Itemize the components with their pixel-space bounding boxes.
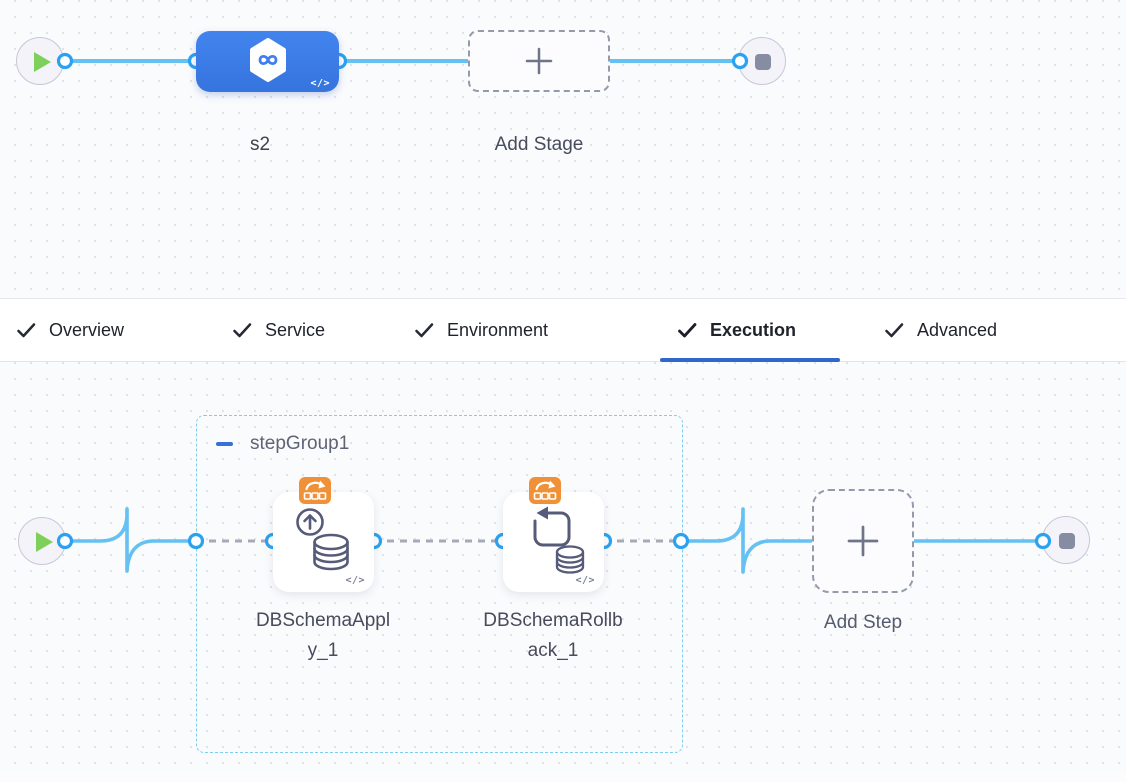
- pipeline-stage-icon: [250, 38, 286, 82]
- db-schema-apply-icon: [296, 508, 349, 571]
- step-label-line: DBSchemaAppl: [255, 610, 391, 631]
- db-schema-rollback-icon: [533, 506, 585, 574]
- step-label: DBSchemaAppl y_1: [243, 606, 403, 666]
- code-view-toggle[interactable]: </>: [345, 575, 365, 586]
- tab-label: Environment: [447, 319, 549, 340]
- code-view-toggle[interactable]: </>: [575, 575, 595, 586]
- step-group-badge-icon: [529, 477, 561, 504]
- add-step-button[interactable]: [812, 489, 914, 593]
- check-icon: [678, 323, 697, 338]
- stage-label: s2: [249, 134, 271, 155]
- step-node-dbschemaapply[interactable]: </>: [273, 477, 374, 592]
- tab-advanced[interactable]: Advanced: [885, 299, 997, 361]
- execution-start-node: [18, 517, 66, 565]
- step-label-line: y_1: [307, 640, 339, 661]
- plus-icon: [525, 47, 553, 75]
- tab-execution[interactable]: Execution: [678, 299, 796, 361]
- stop-square-icon: [1059, 533, 1075, 549]
- step-group-badge-icon: [299, 477, 331, 504]
- check-icon: [17, 323, 36, 338]
- add-stage-label: Add Stage: [494, 134, 584, 155]
- check-icon: [233, 323, 252, 338]
- step-label-line: DBSchemaRollb: [483, 610, 623, 631]
- tab-service[interactable]: Service: [233, 299, 325, 361]
- tab-label: Service: [265, 319, 326, 340]
- step-group-container[interactable]: stepGroup1: [196, 415, 683, 753]
- collapse-group-icon[interactable]: [216, 442, 233, 446]
- stage-node-s2[interactable]: </>: [196, 31, 339, 92]
- tab-overview[interactable]: Overview: [17, 299, 124, 361]
- add-stage-button[interactable]: [468, 30, 610, 92]
- code-view-toggle[interactable]: </>: [310, 78, 330, 89]
- play-icon: [36, 532, 53, 552]
- stop-square-icon: [755, 54, 771, 70]
- execution-end-node: [1042, 516, 1090, 564]
- tab-label: Advanced: [917, 319, 998, 340]
- tab-label: Execution: [710, 319, 797, 340]
- play-icon: [34, 52, 51, 72]
- execution-flow-canvas[interactable]: stepGroup1: [0, 362, 1126, 782]
- check-icon: [415, 323, 434, 338]
- step-node-dbschemarollback[interactable]: </>: [503, 477, 604, 592]
- step-label-line: ack_1: [527, 640, 579, 661]
- add-step-label: Add Step: [823, 612, 903, 633]
- check-icon: [885, 323, 904, 338]
- pipeline-start-node: [16, 37, 64, 85]
- stage-flow-canvas[interactable]: </> s2 Add Stage: [0, 0, 1126, 298]
- stage-config-tabbar: Overview Service Environment Execution A…: [0, 298, 1126, 362]
- step-label: DBSchemaRollb ack_1: [473, 606, 633, 666]
- step-group-header[interactable]: stepGroup1: [216, 433, 349, 455]
- tab-environment[interactable]: Environment: [415, 299, 548, 361]
- plus-icon: [847, 525, 879, 557]
- step-group-label: stepGroup1: [250, 433, 350, 454]
- pipeline-end-node: [738, 37, 786, 85]
- tab-label: Overview: [49, 319, 125, 340]
- active-tab-underline: [660, 358, 840, 362]
